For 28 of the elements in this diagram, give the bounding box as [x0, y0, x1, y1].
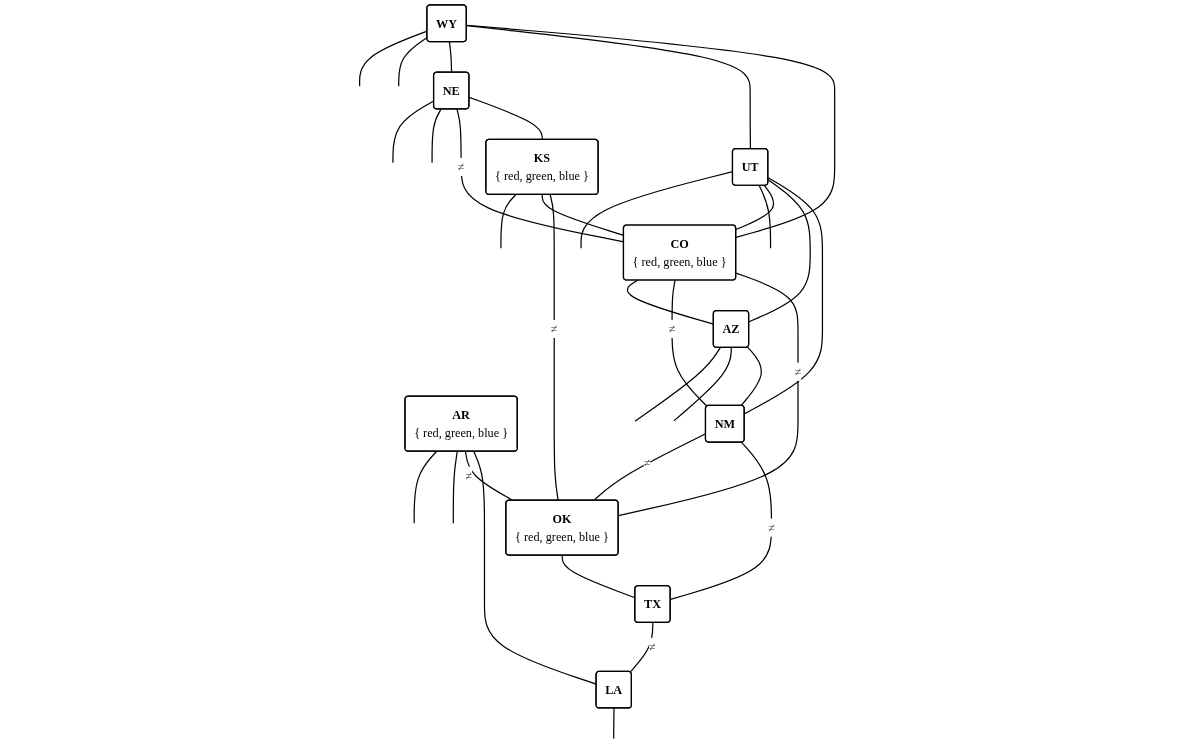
edge-label: ≠ [643, 456, 651, 470]
connector [413, 450, 438, 524]
connector [398, 36, 428, 87]
edge-label: ≠ [649, 640, 656, 654]
connector [735, 184, 775, 231]
connector [634, 346, 721, 422]
connector [671, 279, 708, 407]
connector [452, 450, 458, 524]
connector [464, 450, 514, 502]
connector [629, 622, 654, 673]
edge-label: ≠ [457, 160, 465, 174]
connector [431, 108, 442, 164]
connector [473, 450, 597, 685]
edge-label: ≠ [768, 520, 775, 535]
connector [359, 30, 428, 87]
edge-label: ≠ [550, 322, 558, 336]
connector [748, 179, 811, 323]
connector [673, 346, 732, 422]
edge-label: ≠ [794, 365, 802, 379]
connector [549, 194, 559, 502]
connector [758, 184, 772, 249]
edge-label: ≠ [668, 322, 676, 336]
edge-label: ≠ [465, 468, 473, 483]
connector [740, 346, 762, 407]
connector [468, 96, 543, 141]
connector [613, 707, 615, 740]
connector [448, 41, 453, 74]
connector [500, 194, 517, 249]
